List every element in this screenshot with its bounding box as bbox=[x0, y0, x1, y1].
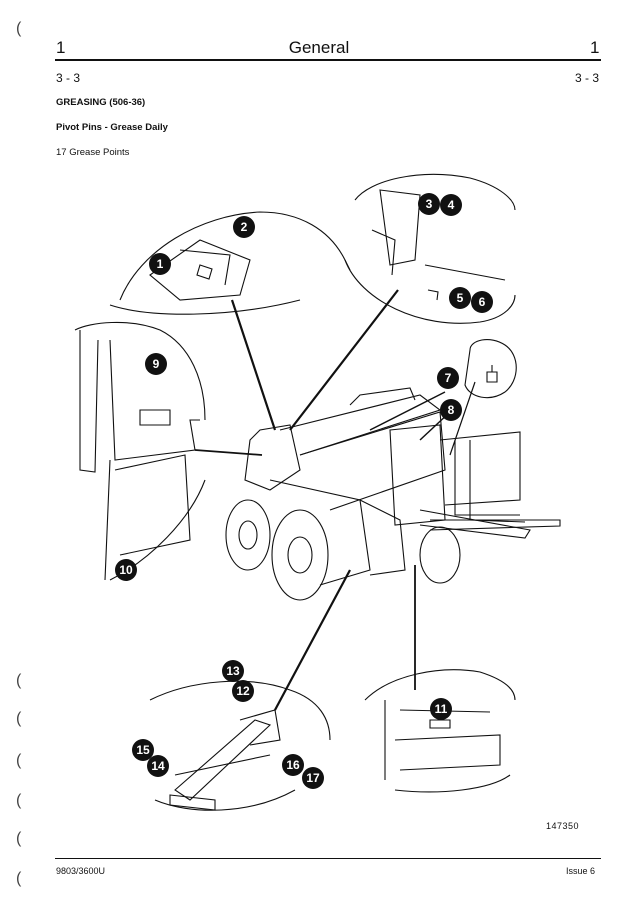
svg-text:9: 9 bbox=[153, 357, 160, 371]
header-rule bbox=[55, 59, 601, 61]
callout-8: 8 bbox=[440, 399, 462, 421]
callout-5: 5 bbox=[449, 287, 471, 309]
grease-point-callouts: 1 2 3 4 5 6 7 8 9 10 11 12 13 14 15 16 1… bbox=[115, 193, 493, 789]
callout-15: 15 bbox=[132, 739, 154, 761]
binding-mark: ( bbox=[16, 870, 22, 887]
binding-mark: ( bbox=[16, 792, 22, 809]
binding-mark: ( bbox=[16, 710, 22, 727]
callout-6: 6 bbox=[471, 291, 493, 313]
callout-14: 14 bbox=[147, 755, 169, 777]
callout-1: 1 bbox=[149, 253, 171, 275]
doc-number: 9803/3600U bbox=[56, 866, 106, 876]
callout-2: 2 bbox=[233, 216, 255, 238]
section-number-right: 3 - 3 bbox=[575, 71, 600, 85]
footer-rule bbox=[55, 858, 601, 859]
svg-text:16: 16 bbox=[286, 758, 300, 772]
grease-points-count: 17 Grease Points bbox=[56, 147, 130, 158]
svg-text:14: 14 bbox=[151, 759, 165, 773]
svg-text:8: 8 bbox=[448, 403, 455, 417]
section-number-left: 3 - 3 bbox=[56, 71, 81, 85]
callout-3: 3 bbox=[418, 193, 440, 215]
issue-number: Issue 6 bbox=[566, 866, 596, 876]
callout-17: 17 bbox=[302, 767, 324, 789]
callout-9: 9 bbox=[145, 353, 167, 375]
section-subtitle: Pivot Pins - Grease Daily bbox=[56, 122, 168, 133]
svg-text:4: 4 bbox=[448, 198, 455, 212]
svg-text:6: 6 bbox=[479, 295, 486, 309]
chapter-number-left: 1 bbox=[56, 38, 66, 57]
callout-4: 4 bbox=[440, 194, 462, 216]
figure-reference: 147350 bbox=[546, 821, 580, 831]
chapter-number-right: 1 bbox=[590, 38, 600, 57]
callout-13: 13 bbox=[222, 660, 244, 682]
svg-text:10: 10 bbox=[119, 563, 133, 577]
binding-mark: ( bbox=[16, 20, 22, 37]
callout-12: 12 bbox=[232, 680, 254, 702]
svg-text:12: 12 bbox=[236, 684, 250, 698]
callout-7: 7 bbox=[437, 367, 459, 389]
svg-text:15: 15 bbox=[136, 743, 150, 757]
svg-text:1: 1 bbox=[157, 257, 164, 271]
svg-text:17: 17 bbox=[306, 771, 320, 785]
svg-text:3: 3 bbox=[426, 197, 433, 211]
svg-text:5: 5 bbox=[457, 291, 464, 305]
callout-11: 11 bbox=[430, 698, 452, 720]
callout-10: 10 bbox=[115, 559, 137, 581]
section-title: GREASING (506-36) bbox=[56, 97, 146, 108]
binding-mark: ( bbox=[16, 752, 22, 769]
binding-mark: ( bbox=[16, 672, 22, 689]
svg-text:13: 13 bbox=[226, 664, 240, 678]
callout-16: 16 bbox=[282, 754, 304, 776]
page-title: General bbox=[288, 38, 350, 57]
svg-text:11: 11 bbox=[435, 702, 448, 716]
binding-mark: ( bbox=[16, 830, 22, 847]
svg-text:2: 2 bbox=[241, 220, 248, 234]
svg-text:7: 7 bbox=[445, 371, 452, 385]
